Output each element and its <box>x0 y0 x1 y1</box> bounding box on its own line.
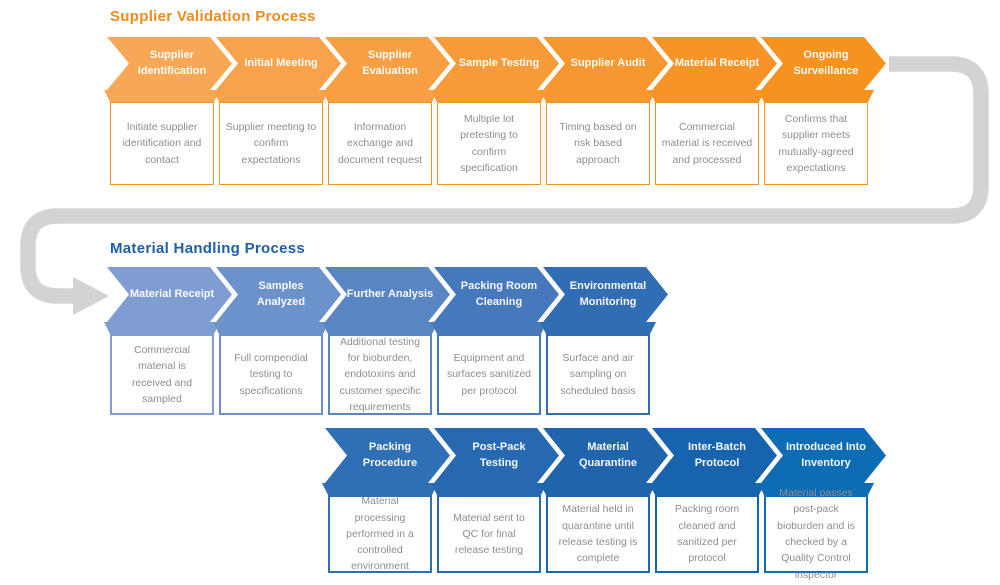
material-row2-card-top-face <box>649 483 765 495</box>
material-row2-card-top-face <box>322 483 438 495</box>
material-row1-description-text: Surface and air sampling on scheduled ba… <box>560 352 636 397</box>
material-row2-description-text: Material passes post-pack bioburden and … <box>777 487 855 581</box>
material-row2-step-label: Post-Pack Testing <box>472 440 526 469</box>
material-row1-step-label: Further Analysis <box>346 287 434 300</box>
material-row2-card-top-face <box>431 483 547 495</box>
supplier-step-label: Sample Testing <box>458 56 540 69</box>
material-process-title: Material Handling Process <box>110 240 306 257</box>
supplier-step-label: Supplier Evaluation <box>362 48 418 77</box>
material-row1-step-label: Packing Room Cleaning <box>460 279 538 308</box>
supplier-description-text: Information exchange and document reques… <box>337 121 423 166</box>
supplier-process-title: Supplier Validation Process <box>110 8 316 25</box>
material-row1-description-text: Full compendial testing to specification… <box>234 352 308 397</box>
material-row2-card-top-face <box>540 483 656 495</box>
material-row1-description-text: Additional testing for bioburden, endoto… <box>339 335 421 413</box>
supplier-step-label: Supplier Identification <box>137 48 207 77</box>
supplier-description-card: Information exchange and document reques… <box>328 102 432 185</box>
material-row2-description-text: Packing room cleaned and sanitized per p… <box>674 503 740 565</box>
material-row1-card-top-face <box>322 322 438 334</box>
material-row2-card-top-face <box>758 483 874 495</box>
material-row2-step-label: Inter-Batch Protocol <box>687 440 747 469</box>
supplier-card-top-face <box>649 90 765 102</box>
supplier-description-card: Supplier meeting to confirm expectations <box>219 102 323 185</box>
supplier-description-text: Initiate supplier identification and con… <box>122 121 202 166</box>
supplier-step-label: Supplier Audit <box>570 56 646 69</box>
material-row1-step-label: Environmental Monitoring <box>569 279 647 308</box>
supplier-description-text: Supplier meeting to confirm expectations <box>225 121 317 166</box>
supplier-description-card: Commercial material is received and proc… <box>655 102 759 185</box>
supplier-card-top-face <box>104 90 220 102</box>
supplier-card-top-face <box>322 90 438 102</box>
material-row2-step-label: Material Quarantine <box>578 440 638 469</box>
supplier-description-text: Timing based on risk based approach <box>559 121 637 166</box>
material-row1-description-card: Full compendial testing to specification… <box>219 334 323 415</box>
material-row2-description-text: Material sent to QC for final release te… <box>453 511 525 557</box>
supplier-description-card: Multiple lot pretesting to confirm speci… <box>437 102 541 185</box>
material-row1-description-card: Equipment and surfaces sanitized per pro… <box>437 334 541 415</box>
supplier-description-text: Confirms that supplier meets mutually-ag… <box>778 112 854 174</box>
material-row2-description-card: Material sent to QC for final release te… <box>437 495 541 573</box>
supplier-description-card: Timing based on risk based approach <box>546 102 650 185</box>
material-row1-card-top-face <box>431 322 547 334</box>
material-row2-description-card: Material passes post-pack bioburden and … <box>764 487 868 581</box>
supplier-description-card: Confirms that supplier meets mutually-ag… <box>764 102 868 185</box>
supplier-card-top-face <box>213 90 329 102</box>
material-row2-description-card: Packing room cleaned and sanitized per p… <box>655 495 759 573</box>
supplier-step-label: Initial Meeting <box>244 56 318 69</box>
arrowhead-icon <box>73 277 109 315</box>
material-row1-step-label: Samples Analyzed <box>256 279 306 308</box>
supplier-card-top-face <box>431 90 547 102</box>
material-row1-card-top-face <box>213 322 329 334</box>
material-row1-card-top-face <box>104 322 220 334</box>
material-row2-step-label: Packing Procedure <box>362 440 418 469</box>
material-row1-description-card: Commercial material is received and samp… <box>110 334 214 415</box>
supplier-step-label: Ongoing Surveillance <box>793 48 859 77</box>
material-row2-description-card: Material processing performed in a contr… <box>328 495 432 573</box>
supplier-card-top-face <box>540 90 656 102</box>
material-row2-description-card: Material held in quarantine until releas… <box>546 495 650 573</box>
supplier-description-text: Multiple lot pretesting to confirm speci… <box>460 112 518 174</box>
supplier-description-card: Initiate supplier identification and con… <box>110 102 214 185</box>
material-row1-description-text: Equipment and surfaces sanitized per pro… <box>446 352 532 397</box>
material-row1-description-text: Commercial material is received and samp… <box>131 343 193 405</box>
material-row1-step-label: Material Receipt <box>129 287 215 300</box>
supplier-step-label: Material Receipt <box>674 56 760 69</box>
supplier-chevron: Initial Meeting <box>216 37 341 90</box>
supplier-description-text: Commercial material is received and proc… <box>661 121 753 166</box>
material-row2-description-text: Material held in quarantine until releas… <box>558 503 638 565</box>
material-row2-description-text: Material processing performed in a contr… <box>346 495 414 573</box>
material-row1-description-card: Additional testing for bioburden, endoto… <box>328 334 432 415</box>
material-row1-description-card: Surface and air sampling on scheduled ba… <box>546 334 650 415</box>
material-row1-card-top-face <box>540 322 656 334</box>
material-row2-step-label: Introduced Into Inventory <box>785 440 867 469</box>
supplier-card-top-face <box>758 90 874 102</box>
